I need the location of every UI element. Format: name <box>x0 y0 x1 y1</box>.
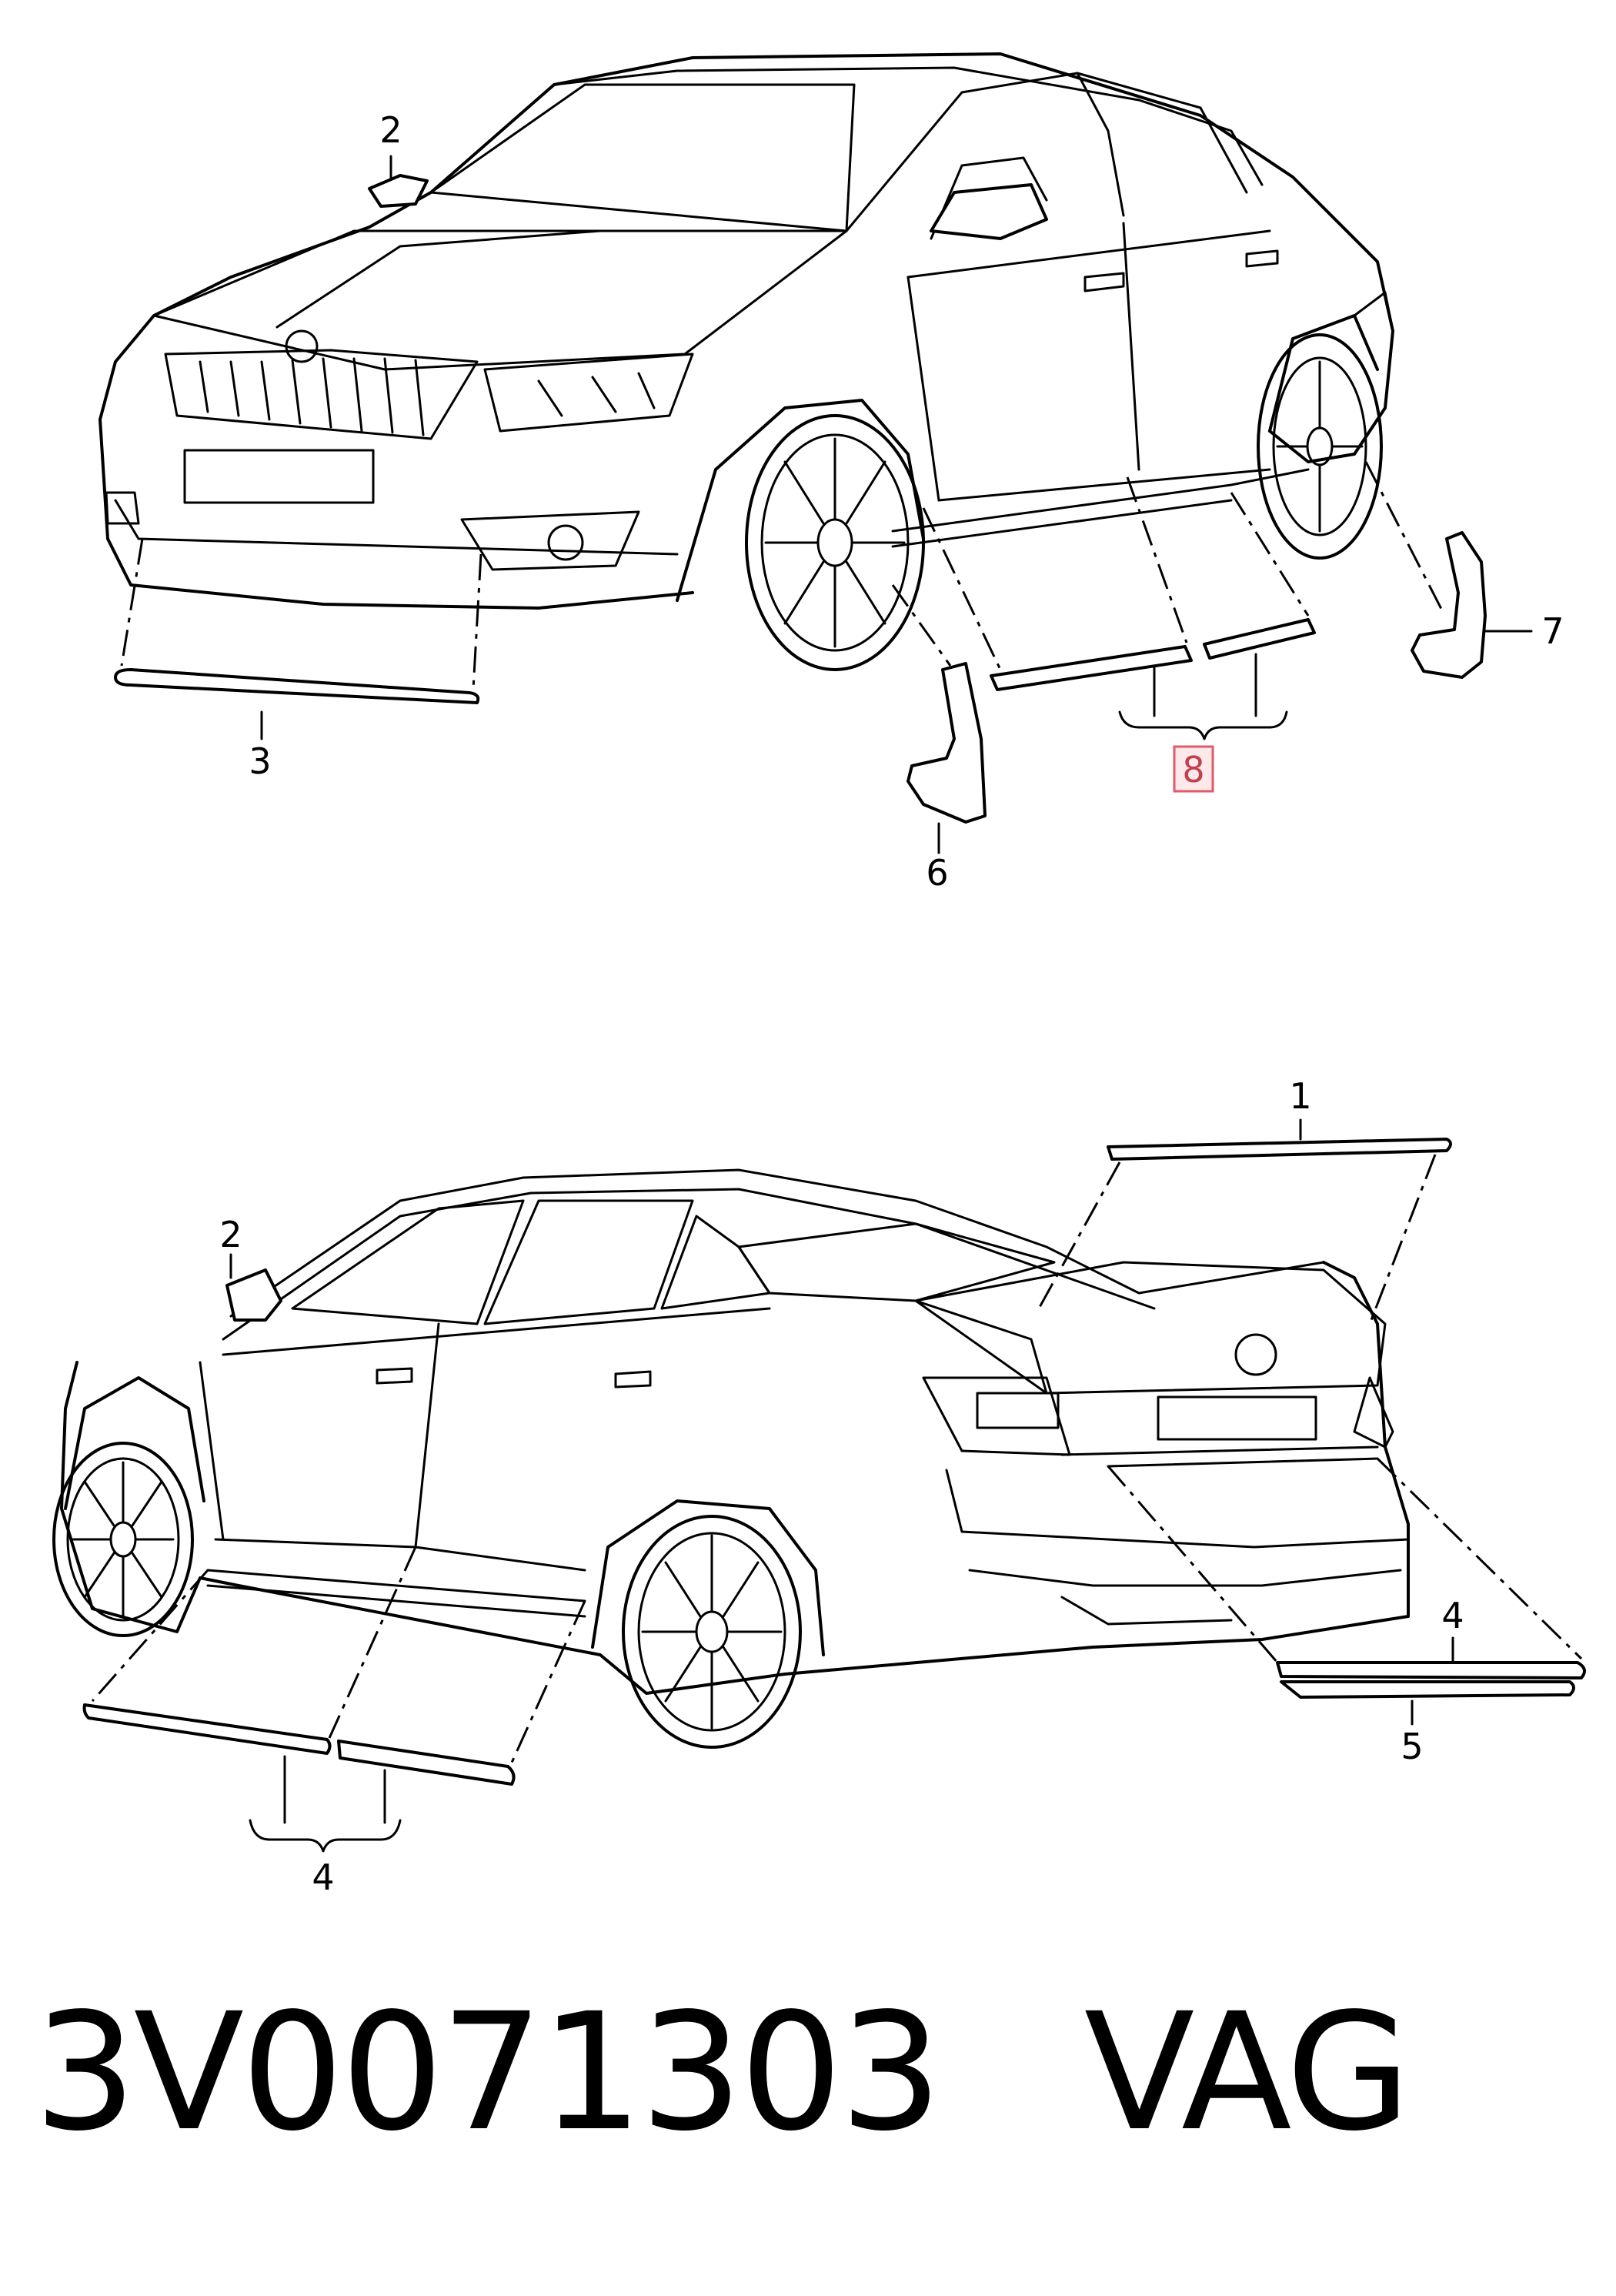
callout-1: 1 <box>1289 1075 1311 1117</box>
side-sill-strip-front <box>990 645 1193 691</box>
side-sill-strip-rear-bottom <box>337 1740 516 1786</box>
callout-4-group: 4 <box>312 1857 334 1898</box>
footer-gap <box>940 1978 1084 2167</box>
callout-8-highlight <box>1173 745 1214 793</box>
part-number-code: 3V0071303 <box>34 1978 943 2167</box>
callout-7: 7 <box>1541 610 1564 652</box>
callout-5: 5 <box>1401 1726 1423 1767</box>
top-view-parts <box>114 155 1533 854</box>
callout-2-top: 2 <box>379 109 402 151</box>
bottom-callouts: 1 2 4 4 5 <box>219 1075 1464 1898</box>
rear-bumper-strip-lower <box>1280 1680 1575 1699</box>
callout-6: 6 <box>926 852 948 894</box>
top-callouts: 2 3 6 7 8 <box>249 109 1564 894</box>
car-rear-view <box>52 1168 1410 1749</box>
mirror-cap-top <box>368 174 429 208</box>
trunk-lid-trim-strip[interactable] <box>1107 1138 1452 1161</box>
callout-3: 3 <box>249 740 271 782</box>
callout-4-right: 4 <box>1441 1595 1464 1636</box>
side-sill-strip-front-bottom <box>82 1703 332 1755</box>
front-bumper-trim-strip <box>114 668 480 704</box>
rear-bumper-strip-upper <box>1276 1661 1586 1679</box>
callout-8[interactable]: 8 <box>1182 749 1204 790</box>
front-mudflap <box>906 662 987 824</box>
side-sill-strip-rear <box>1203 618 1316 660</box>
car-front-view <box>98 52 1394 671</box>
part-number-footer: 3V0071303 VAG <box>34 1992 1411 2154</box>
bottom-view-parts <box>82 1118 1586 1853</box>
mirror-bottom <box>225 1268 282 1322</box>
callout-2-bottom: 2 <box>219 1214 242 1255</box>
brand-label: VAG <box>1083 1978 1411 2167</box>
rear-mudflap <box>1411 531 1487 679</box>
